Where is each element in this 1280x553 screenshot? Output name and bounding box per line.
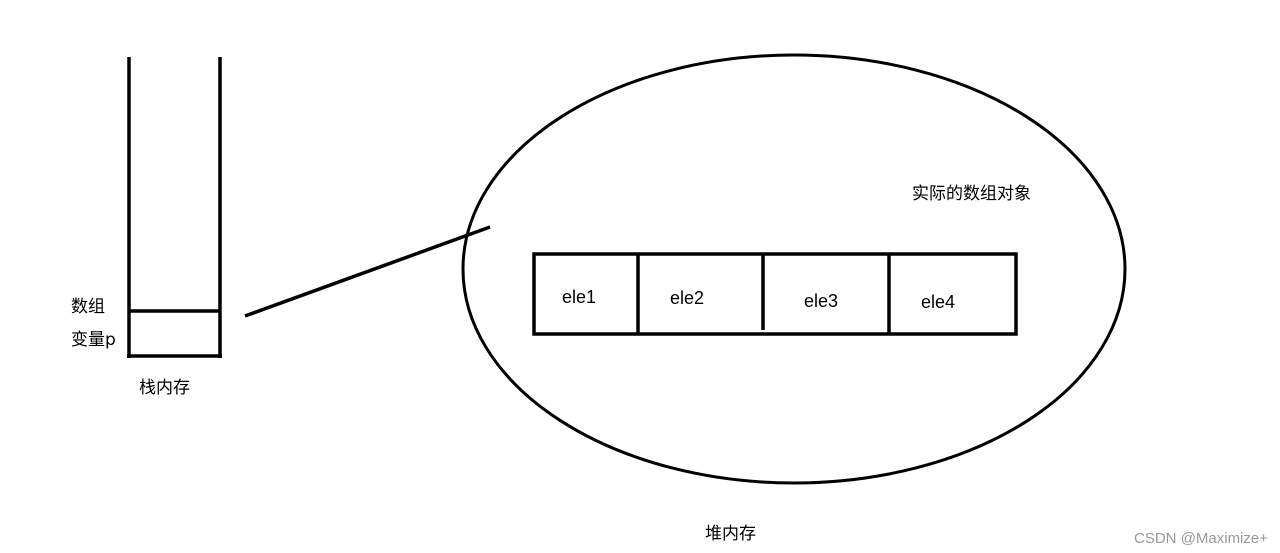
array-variable-label-line1: 数组	[71, 297, 105, 317]
array-object-label: 实际的数组对象	[912, 184, 1031, 204]
array-variable-label-line2: 变量p	[71, 330, 116, 350]
stack-memory-caption: 栈内存	[139, 378, 190, 398]
watermark-text: CSDN @Maximize+	[1134, 530, 1268, 547]
heap-ellipse	[461, 53, 1127, 485]
array-cell-label: ele3	[804, 291, 839, 311]
array-cell-label: ele2	[670, 288, 705, 308]
reference-pointer-line	[244, 225, 491, 318]
array-object	[532, 252, 1018, 336]
array-cell-label: ele4	[921, 292, 956, 312]
array-cell-label: ele1	[562, 287, 597, 307]
array-object-outline	[532, 252, 1018, 336]
heap-memory-caption: 堆内存	[705, 524, 756, 544]
stack-column	[127, 57, 222, 358]
